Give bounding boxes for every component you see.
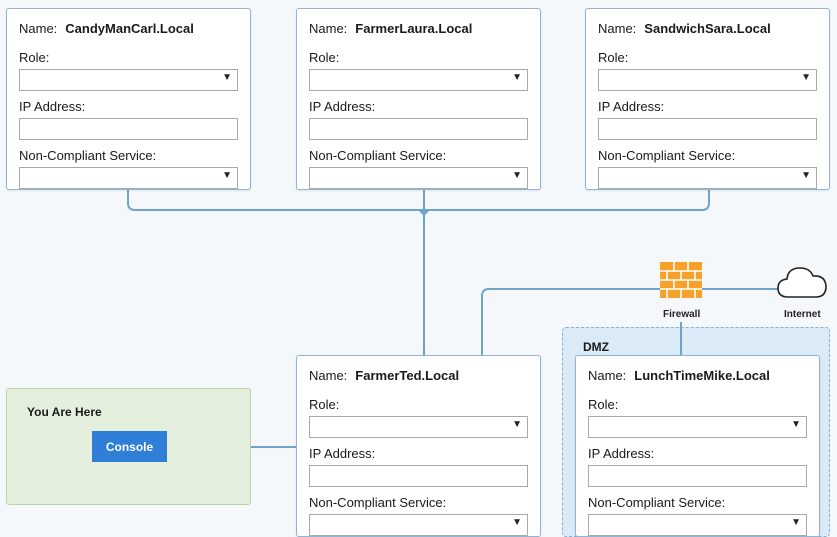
you-are-here-title: You Are Here xyxy=(27,405,102,419)
ip-label: IP Address: xyxy=(598,99,665,114)
ip-label: IP Address: xyxy=(309,99,376,114)
ip-label: IP Address: xyxy=(588,446,655,461)
non-compliant-service-select[interactable]: ▼ xyxy=(588,514,807,536)
dropdown-arrow-icon: ▼ xyxy=(512,72,522,83)
non-compliant-service-select[interactable]: ▼ xyxy=(309,514,528,536)
ip-label: IP Address: xyxy=(309,446,376,461)
you-are-here-panel: You Are Here Console xyxy=(6,388,251,505)
role-label: Role: xyxy=(588,397,619,412)
firewall-caption: Firewall xyxy=(663,309,701,320)
ip-label: IP Address: xyxy=(19,99,86,114)
ip-address-input[interactable] xyxy=(598,118,817,140)
host-card-farmerted: Name: FarmerTed.Local Role: ▼ IP Address:… xyxy=(296,355,541,537)
dropdown-arrow-icon: ▼ xyxy=(791,419,801,430)
host-name: SandwichSara.Local xyxy=(644,21,771,36)
host-card-sandwichsara: Name: SandwichSara.Local Role: ▼ IP Addre… xyxy=(585,8,830,190)
role-label: Role: xyxy=(309,397,340,412)
non-compliant-service-select[interactable]: ▼ xyxy=(19,167,238,189)
non-compliant-service-select[interactable]: ▼ xyxy=(309,167,528,189)
name-label: Name: xyxy=(19,21,58,36)
role-label: Role: xyxy=(309,50,340,65)
host-name: FarmerLaura.Local xyxy=(355,21,473,36)
role-select[interactable]: ▼ xyxy=(19,69,238,91)
dropdown-arrow-icon: ▼ xyxy=(512,170,522,181)
dmz-label: DMZ xyxy=(583,340,609,354)
dropdown-arrow-icon: ▼ xyxy=(801,170,811,181)
host-card-lunchtimemike: Name: LunchTimeMike.Local Role: ▼ IP Addr… xyxy=(575,355,820,537)
firewall-node[interactable] xyxy=(660,262,702,298)
name-label: Name: xyxy=(309,21,348,36)
ip-address-field[interactable] xyxy=(310,119,527,139)
ip-address-field[interactable] xyxy=(589,466,806,486)
host-name: CandyManCarl.Local xyxy=(65,21,194,36)
service-label: Non-Compliant Service: xyxy=(19,148,157,163)
ip-address-field[interactable] xyxy=(599,119,816,139)
internet-caption: Internet xyxy=(784,309,821,320)
dropdown-arrow-icon: ▼ xyxy=(791,517,801,528)
name-label: Name: xyxy=(598,21,637,36)
role-select[interactable]: ▼ xyxy=(309,416,528,438)
ip-address-input[interactable] xyxy=(588,465,807,487)
name-label: Name: xyxy=(309,368,348,383)
ip-address-field[interactable] xyxy=(20,119,237,139)
dropdown-arrow-icon: ▼ xyxy=(801,72,811,83)
host-card-candymancarl: Name: CandyManCarl.Local Role: ▼ IP Addre… xyxy=(6,8,251,190)
role-select[interactable]: ▼ xyxy=(588,416,807,438)
dropdown-arrow-icon: ▼ xyxy=(222,72,232,83)
service-label: Non-Compliant Service: xyxy=(588,495,726,510)
console-button[interactable]: Console xyxy=(92,431,167,462)
role-select[interactable]: ▼ xyxy=(598,69,817,91)
host-name: FarmerTed.Local xyxy=(355,368,460,383)
dropdown-arrow-icon: ▼ xyxy=(222,170,232,181)
service-label: Non-Compliant Service: xyxy=(309,495,447,510)
role-select[interactable]: ▼ xyxy=(309,69,528,91)
ip-address-input[interactable] xyxy=(19,118,238,140)
cloud-icon xyxy=(777,267,827,298)
service-label: Non-Compliant Service: xyxy=(598,148,736,163)
name-label: Name: xyxy=(588,368,627,383)
host-name: LunchTimeMike.Local xyxy=(634,368,770,383)
host-card-farmerlaura: Name: FarmerLaura.Local Role: ▼ IP Addres… xyxy=(296,8,541,190)
ip-address-input[interactable] xyxy=(309,118,528,140)
firewall-icon xyxy=(660,262,702,298)
dropdown-arrow-icon: ▼ xyxy=(512,419,522,430)
service-label: Non-Compliant Service: xyxy=(309,148,447,163)
dropdown-arrow-icon: ▼ xyxy=(512,517,522,528)
role-label: Role: xyxy=(598,50,629,65)
ip-address-field[interactable] xyxy=(310,466,527,486)
internet-node xyxy=(776,263,828,301)
role-label: Role: xyxy=(19,50,50,65)
ip-address-input[interactable] xyxy=(309,465,528,487)
non-compliant-service-select[interactable]: ▼ xyxy=(598,167,817,189)
